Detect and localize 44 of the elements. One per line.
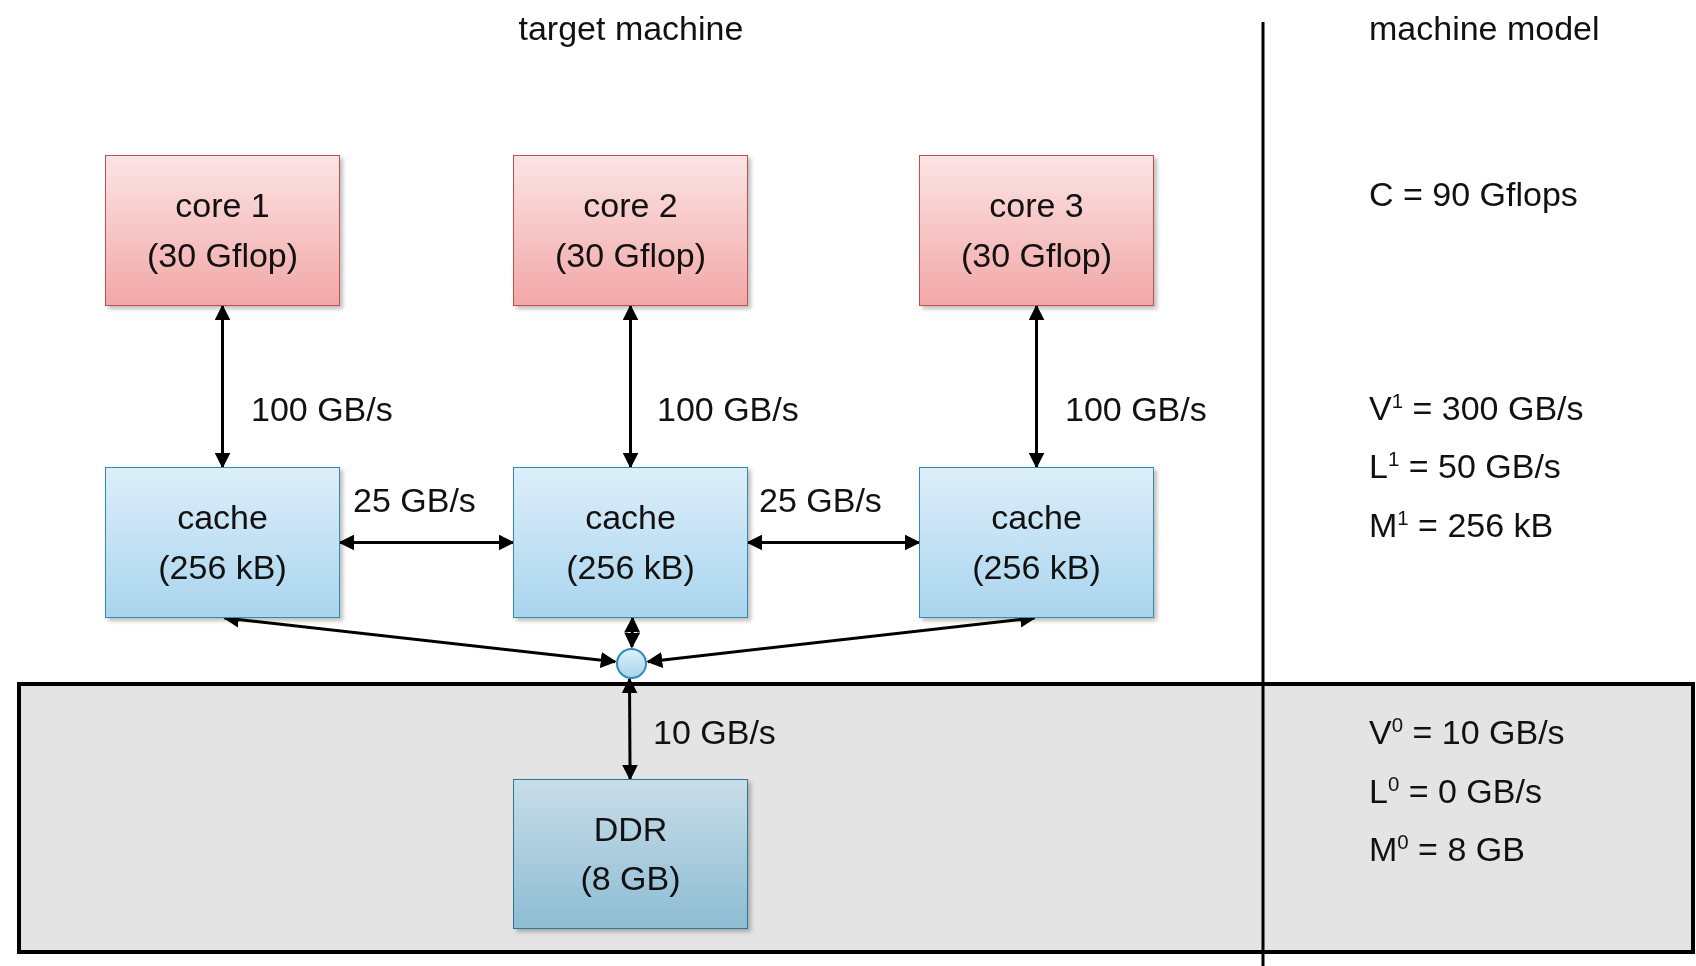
node-title: core 3 <box>989 185 1084 227</box>
node-title: cache <box>177 497 268 539</box>
edge-label: 100 GB/s <box>657 389 799 430</box>
double-arrow <box>746 534 921 551</box>
core-box <box>919 155 1154 306</box>
cache-box <box>513 467 748 618</box>
node-value: (30 Gflop) <box>146 234 299 276</box>
section-heading: target machine <box>518 8 744 49</box>
core-box <box>513 155 748 306</box>
node-value: (8 GB) <box>580 858 681 899</box>
double-arrow <box>622 304 639 469</box>
double-arrow <box>338 534 515 551</box>
node-value: (256 kB) <box>566 546 695 588</box>
double-arrow <box>214 304 231 469</box>
node-title: cache <box>585 497 676 539</box>
model-parameter: V$^{0}$ = 10 GB/s <box>1369 712 1565 753</box>
edge-label: 100 GB/s <box>251 389 393 430</box>
node-title: cache <box>991 497 1082 539</box>
node-title: DDR <box>593 808 668 850</box>
double-arrow <box>621 677 638 781</box>
node-value: (256 kB) <box>158 546 287 588</box>
node-value: (30 Gflop) <box>960 234 1113 276</box>
memory-box <box>513 779 748 929</box>
edge-label: 100 GB/s <box>1065 389 1207 430</box>
node-value: (256 kB) <box>972 546 1101 588</box>
cache-box <box>919 467 1154 618</box>
node-value: (30 Gflop) <box>554 234 707 276</box>
edge-label: 25 GB/s <box>353 480 476 521</box>
model-parameter: M$^{1}$ = 256 kB <box>1369 505 1554 546</box>
node-title: core 2 <box>583 185 678 227</box>
edge-label: 25 GB/s <box>759 480 882 521</box>
node-title: core 1 <box>175 185 270 227</box>
edge-label: 10 GB/s <box>653 712 776 753</box>
core-box <box>105 155 340 306</box>
model-parameter: L$^{0}$ = 0 GB/s <box>1369 771 1542 812</box>
model-parameter: M$^{0}$ = 8 GB <box>1369 829 1525 870</box>
double-arrow <box>1028 304 1045 469</box>
model-parameter: V$^{1}$ = 300 GB/s <box>1369 388 1584 429</box>
section-heading: machine model <box>1369 8 1600 49</box>
model-parameter: L$^{1}$ = 50 GB/s <box>1369 446 1561 487</box>
model-parameter: C = 90 Gflops <box>1369 174 1578 215</box>
double-arrow <box>624 616 641 649</box>
cache-box <box>105 467 340 618</box>
junction-circle <box>616 648 647 679</box>
